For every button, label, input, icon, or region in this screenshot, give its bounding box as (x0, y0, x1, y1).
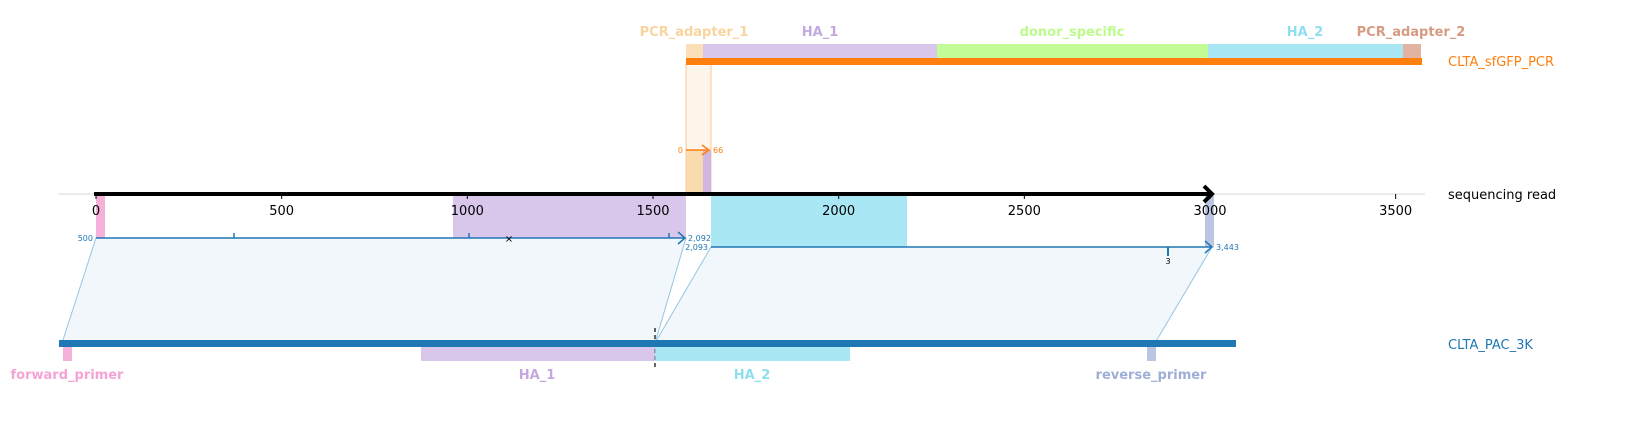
segment1-mismatch-mark: × (505, 234, 513, 245)
pcr-alignment-end-label: 66 (713, 146, 723, 155)
read-axis-tick-label: 2000 (822, 204, 855, 219)
ref-label-ha1: HA_1 (519, 368, 556, 383)
ref-feature-forward-primer (63, 347, 72, 361)
pcr-label-donor-specific: donor_specific (1020, 25, 1125, 40)
pcr-adapter-1-projection (686, 150, 703, 192)
read-axis-tick-label: 1500 (636, 204, 669, 219)
read-sequence-name: sequencing read (1448, 188, 1556, 203)
ref-feature-ha2 (655, 347, 850, 361)
pcr-feature-ha1 (703, 44, 937, 58)
pcr-feature-pcr-adapter-1 (686, 44, 703, 58)
read-axis-tick-label: 3500 (1379, 204, 1412, 219)
reference-sequence-bar (59, 340, 1236, 347)
pcr-label-ha2: HA_2 (1287, 25, 1324, 40)
segment2-arrow-head (1204, 240, 1214, 254)
pcr-feature-pcr-adapter-2 (1403, 44, 1421, 58)
pcr-sequence-name: CLTA_sfGFP_PCR (1448, 55, 1554, 70)
ref-label-ha2: HA_2 (734, 368, 771, 383)
read-axis-ticks: 0 500 1000 1500 2000 2500 3000 3500 (92, 194, 1412, 219)
pcr-label-pcr-adapter-2: PCR_adapter_2 (1357, 25, 1466, 40)
alignment-polygon-2 (654, 246, 1213, 344)
ref-label-forward-primer: forward_primer (11, 368, 125, 383)
segment2-start-label: 2,093 (685, 243, 708, 252)
ref-label-reverse-primer: reverse_primer (1096, 368, 1208, 383)
reference-sequence-name: CLTA_PAC_3K (1448, 338, 1533, 353)
pcr-feature-donor-specific (937, 44, 1208, 58)
pcr-sequence-bar (686, 58, 1422, 65)
segment1-end-label: 2,092 (688, 234, 711, 243)
read-axis-tick-label: 0 (92, 204, 100, 219)
ref-feature-reverse-primer (1147, 347, 1156, 361)
segment2-mark-label: 3 (1165, 257, 1170, 266)
read-reverse-primer-band (1205, 196, 1214, 247)
pcr-alignment-start-label: 0 (678, 146, 683, 155)
pcr-alignment-arrow-head (701, 144, 711, 156)
segment2-end-label: 3,443 (1216, 243, 1239, 252)
pcr-label-ha1: HA_1 (802, 25, 839, 40)
read-sequence-arrow-head (1202, 184, 1215, 204)
read-ha2-band (711, 196, 907, 247)
read-axis-tick-label: 1000 (451, 204, 484, 219)
ref-feature-ha1 (421, 347, 655, 361)
read-axis-tick-label: 3000 (1193, 204, 1226, 219)
segment1-start-label: 500 (78, 234, 93, 243)
alignment-polygon-1 (61, 237, 687, 344)
read-axis-tick-label: 500 (269, 204, 294, 219)
ha1-projection (703, 150, 711, 192)
pcr-label-pcr-adapter-1: PCR_adapter_1 (640, 25, 749, 40)
read-forward-primer-band (96, 196, 105, 238)
segment1-arrow-head (677, 231, 687, 245)
pcr-feature-ha2 (1208, 44, 1403, 58)
read-axis-tick-label: 2500 (1008, 204, 1041, 219)
read-ha1-band (453, 196, 686, 238)
